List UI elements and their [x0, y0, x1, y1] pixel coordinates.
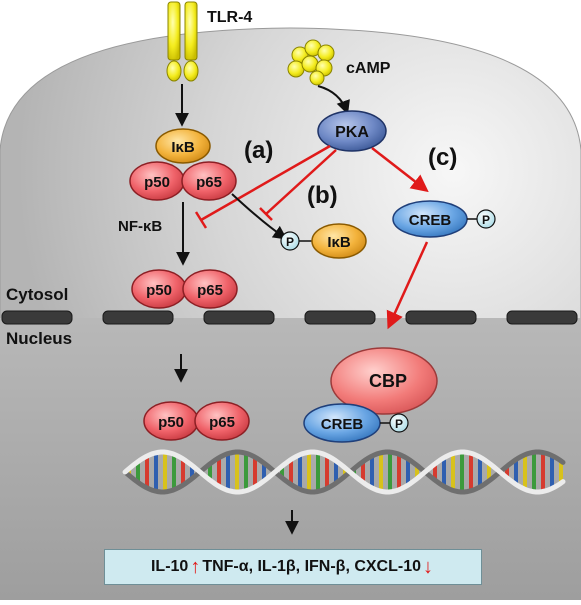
camp-label: cAMP — [346, 60, 391, 77]
cytokine-output-box: IL-10 ↑ TNF-α, IL-1β, IFN-β, CXCL-10 ↓ — [104, 549, 482, 585]
cbp-label: CBP — [369, 371, 407, 391]
ikb-label: IκB — [171, 139, 195, 156]
arrow-camp-to-pka — [317, 85, 350, 115]
dna-helix-icon — [122, 449, 566, 495]
nuclear-creb-phospho-icon — [389, 413, 409, 433]
tlr4-receptor-icon — [166, 1, 199, 82]
pka-node — [317, 110, 387, 152]
cytosol-label: Cytosol — [6, 285, 68, 304]
pathway-a-label: (a) — [244, 137, 273, 164]
free-p65-node — [182, 269, 238, 309]
ikb-node — [155, 128, 211, 164]
arrow-creb-to-nucleus — [386, 241, 429, 330]
cbp-node — [330, 347, 438, 415]
creb-label: CREB — [409, 212, 452, 229]
camp-molecule-icon — [287, 39, 335, 86]
nuclear-membrane — [1, 310, 578, 325]
nuclear-p50-label: p50 — [158, 414, 184, 431]
pka-inhibition-lines — [194, 144, 337, 229]
pathway-c-label: (c) — [428, 144, 457, 171]
dna-strand — [122, 449, 566, 495]
down-arrow-icon: ↓ — [423, 555, 434, 578]
arrow-pka-to-creb — [371, 147, 429, 193]
up-arrow-icon: ↑ — [190, 555, 201, 578]
p50-label: p50 — [144, 174, 170, 191]
il10-label: IL-10 — [150, 558, 189, 575]
nuclear-creb-phospho-label: P — [395, 417, 403, 431]
dna-strand — [122, 449, 566, 495]
creb-phospho-icon — [476, 209, 496, 229]
ikb-phospho-label: P — [286, 235, 294, 249]
nuclear-p65-node — [194, 401, 250, 441]
nfkb-label: NF-κB — [118, 218, 162, 235]
pathway-b-label: (b) — [307, 182, 338, 209]
p65-label: p65 — [196, 174, 222, 191]
arrow-complex-to-p-ikb — [231, 193, 288, 240]
nuclear-creb-label: CREB — [321, 416, 364, 433]
nucleus-label: Nucleus — [6, 329, 72, 348]
p-ikb-node — [311, 223, 367, 259]
p-ikb-label: IκB — [327, 234, 351, 251]
pka-label: PKA — [335, 124, 369, 141]
p65-node — [181, 161, 237, 201]
creb-phospho-label: P — [482, 213, 490, 227]
nuclear-p65-label: p65 — [209, 414, 235, 431]
ikb-phospho-icon — [280, 231, 300, 251]
free-p50-label: p50 — [146, 282, 172, 299]
downregulated-cytokines: TNF-α, IL-1β, IFN-β, CXCL-10 — [202, 558, 422, 575]
tlr4-label: TLR-4 — [207, 9, 252, 26]
free-p65-label: p65 — [197, 282, 223, 299]
